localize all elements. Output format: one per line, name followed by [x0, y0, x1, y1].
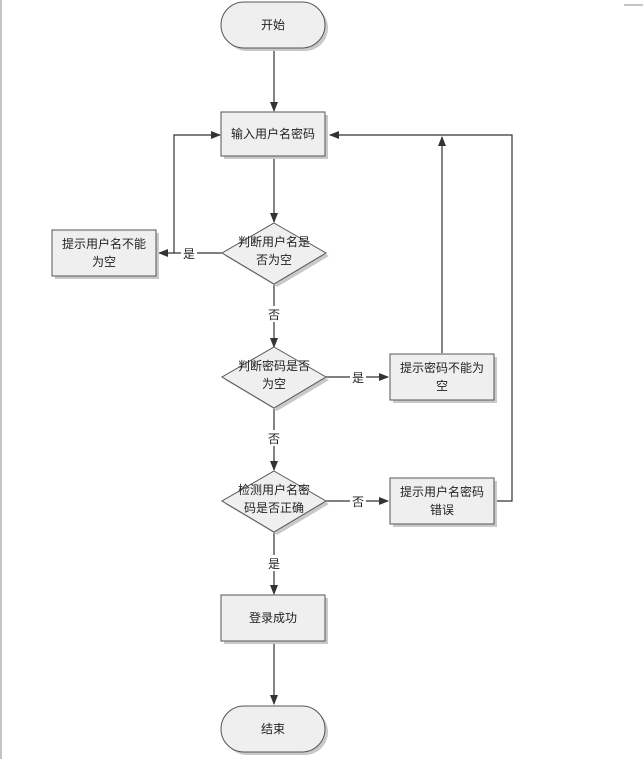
edge-label-correct-no: 否 — [352, 495, 364, 509]
label-bg — [266, 430, 282, 446]
check-correct-line1: 检测用户名密 — [238, 482, 310, 497]
start-node-label: 开始 — [261, 18, 285, 32]
edge-label-pwd-empty-no: 否 — [268, 432, 280, 446]
success-node-label: 登录成功 — [249, 610, 297, 625]
check-user-empty-line2: 否为空 — [256, 253, 292, 267]
wrong-msg-line1: 提示用户名密码 — [400, 484, 484, 499]
input-node: 输入用户名密码 — [220, 111, 328, 159]
label-bg — [350, 493, 366, 509]
check-user-empty-node: 判断用户名是 否为空 — [221, 222, 329, 287]
edge-label-correct-yes: 是 — [268, 557, 280, 571]
edge-label-user-empty-no: 否 — [268, 308, 280, 322]
end-node-label: 结束 — [261, 722, 285, 736]
user-empty-msg-line2: 为空 — [92, 255, 116, 269]
edge-user-empty-loop — [173, 131, 221, 253]
edge-label-pwd-empty-yes: 是 — [352, 371, 364, 385]
check-pwd-empty-line1: 判断密码是否 — [238, 358, 310, 373]
label-bg — [266, 306, 282, 322]
label-bg — [350, 369, 366, 385]
user-empty-msg-line1: 提示用户名不能 — [62, 236, 146, 251]
check-correct-node: 检测用户名密 码是否正确 — [221, 470, 329, 535]
edge-label-user-empty-yes: 是 — [183, 247, 195, 261]
label-bg — [266, 555, 282, 571]
pwd-empty-msg-node: 提示密码不能为 空 — [389, 353, 497, 403]
end-node: 结束 — [220, 705, 328, 755]
pwd-empty-msg-line2: 空 — [436, 379, 448, 393]
pwd-empty-msg-line1: 提示密码不能为 — [400, 360, 484, 375]
start-node: 开始 — [220, 1, 328, 51]
wrong-msg-node: 提示用户名密码 错误 — [389, 477, 497, 527]
check-pwd-empty-line2: 为空 — [262, 377, 286, 391]
check-pwd-empty-node: 判断密码是否 为空 — [221, 346, 329, 411]
input-node-label: 输入用户名密码 — [231, 126, 315, 141]
check-correct-line2: 码是否正确 — [244, 501, 304, 515]
success-node: 登录成功 — [220, 594, 328, 644]
wrong-msg-line2: 错误 — [430, 503, 454, 517]
edge-wrong-loop — [329, 131, 513, 502]
check-user-empty-line1: 判断用户名是 — [238, 234, 310, 249]
user-empty-msg-node: 提示用户名不能 为空 — [51, 229, 159, 279]
label-bg — [181, 245, 197, 261]
